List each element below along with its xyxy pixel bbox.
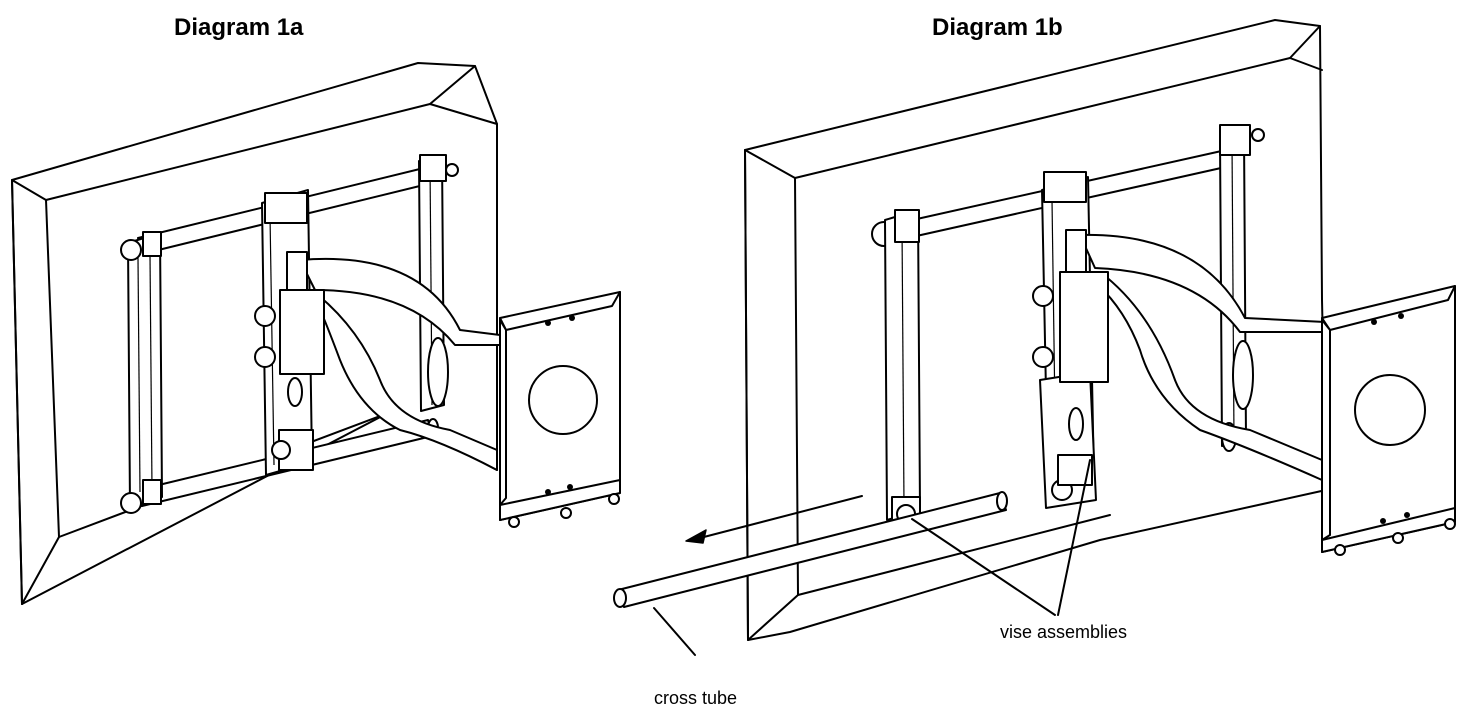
diagram-1a: Diagram 1a [11, 14, 621, 605]
callout-leader-lines [653, 459, 1091, 656]
diagram-1a-tv-plate [499, 291, 621, 528]
diagram-1b-left-wall-rail [884, 209, 921, 532]
diagram-1b: Diagram 1b [613, 14, 1456, 708]
cross-tube-label: cross tube [654, 688, 737, 708]
cross-tube-being-removed [613, 491, 1008, 608]
diagram-1b-tv-plate [1321, 285, 1456, 556]
diagram-1a-swing-arm [254, 251, 501, 471]
diagram-1b-title: Diagram 1b [932, 14, 1063, 41]
diagram-1a-title: Diagram 1a [174, 14, 304, 41]
vise-assemblies-label: vise assemblies [1000, 622, 1127, 642]
diagram-1b-swing-arm [1032, 229, 1326, 481]
diagram-1a-left-wall-rail [120, 231, 163, 514]
removal-direction-arrow [685, 495, 863, 544]
